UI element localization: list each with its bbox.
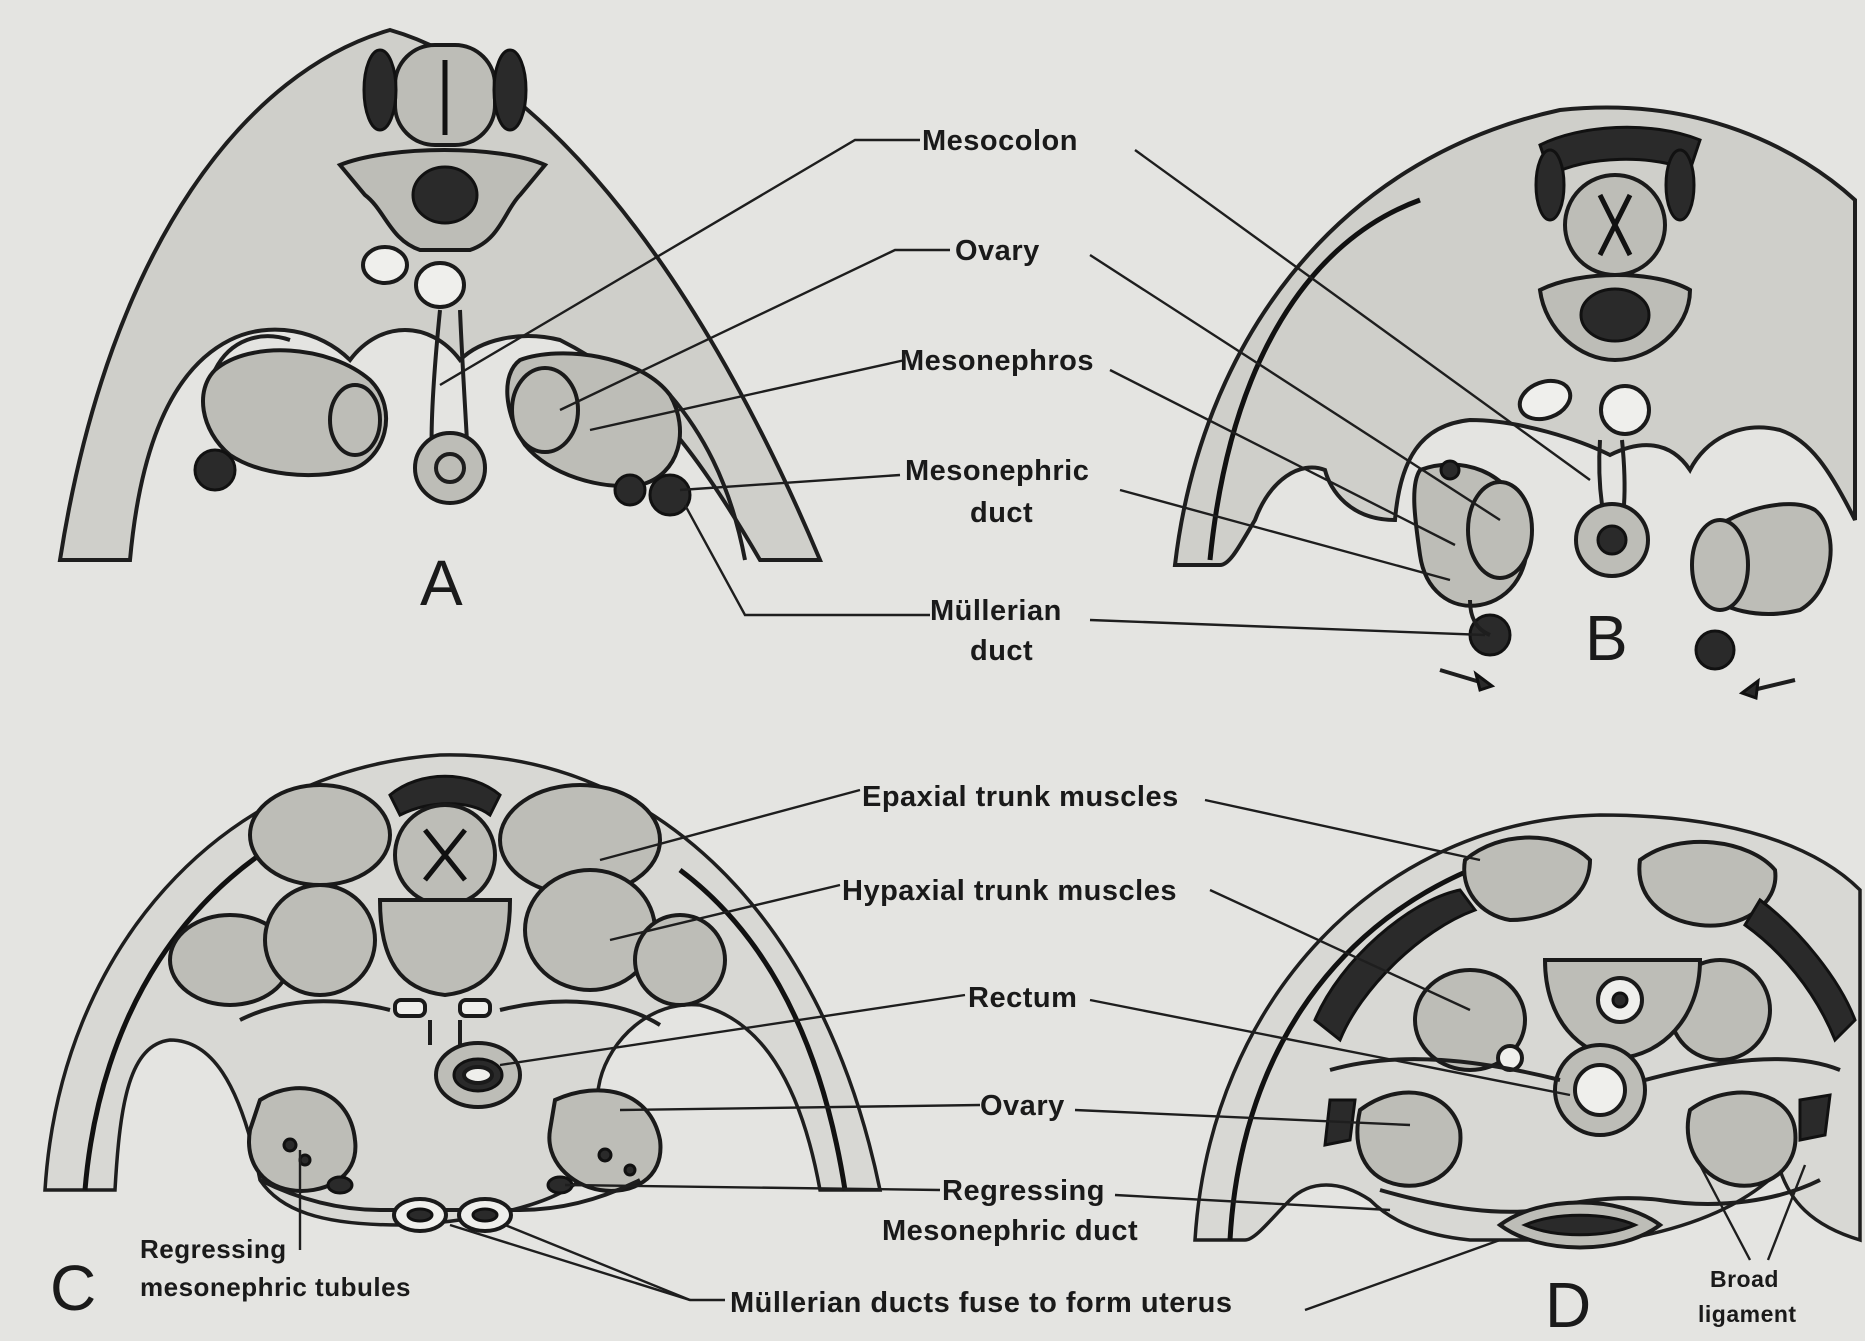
panel-d-left-ovary xyxy=(1357,1093,1460,1186)
label-regressing-line1: Regressing xyxy=(942,1175,1105,1207)
label-mullerian-ducts-fuse: Müllerian ducts fuse to form uterus xyxy=(730,1287,1233,1319)
panel-c-right-ovary xyxy=(549,1090,660,1191)
panel-a-right-mullerian-duct xyxy=(650,475,690,515)
panel-c-letter: C xyxy=(50,1252,96,1324)
label-broad-line2: ligament xyxy=(1698,1301,1797,1327)
panel-b-section: B xyxy=(1175,107,1855,698)
label-mesocolon: Mesocolon xyxy=(922,125,1078,157)
panel-b-right-mullerian-duct xyxy=(1696,631,1734,669)
label-regressing-line2: Mesonephric duct xyxy=(882,1215,1138,1247)
label-broad-line1: Broad xyxy=(1710,1266,1779,1292)
label-tubules-line1: Regressing xyxy=(140,1234,287,1264)
label-mesonephric-duct-line1: Mesonephric xyxy=(905,455,1089,487)
panel-a-ovary xyxy=(512,368,578,452)
panel-c-hypaxial-muscle-left xyxy=(265,885,375,995)
panel-b-ovary xyxy=(1468,482,1532,578)
label-mullerian-duct-line2: duct xyxy=(970,635,1033,667)
panel-b-letter: B xyxy=(1585,602,1628,674)
label-epaxial-trunk-muscles: Epaxial trunk muscles xyxy=(862,781,1179,813)
label-mesonephros: Mesonephros xyxy=(900,345,1094,377)
panel-d-letter: D xyxy=(1545,1269,1591,1341)
label-mesonephric-duct-line2: duct xyxy=(970,497,1033,529)
panel-c-epaxial-muscle-left xyxy=(250,785,390,885)
panel-a-letter: A xyxy=(420,547,463,619)
label-hypaxial-trunk-muscles: Hypaxial trunk muscles xyxy=(842,875,1177,907)
label-rectum: Rectum xyxy=(968,982,1077,1014)
label-mullerian-duct-line1: Müllerian xyxy=(930,595,1062,627)
panel-a-section: A xyxy=(60,30,820,619)
label-ovary-top: Ovary xyxy=(955,235,1040,267)
label-tubules-line2: mesonephric tubules xyxy=(140,1272,411,1302)
panel-a-gut xyxy=(415,433,485,503)
panel-d-section: D xyxy=(1195,815,1860,1341)
label-ovary-bottom: Ovary xyxy=(980,1090,1065,1122)
panel-a-left-mullerian-duct xyxy=(195,450,235,490)
